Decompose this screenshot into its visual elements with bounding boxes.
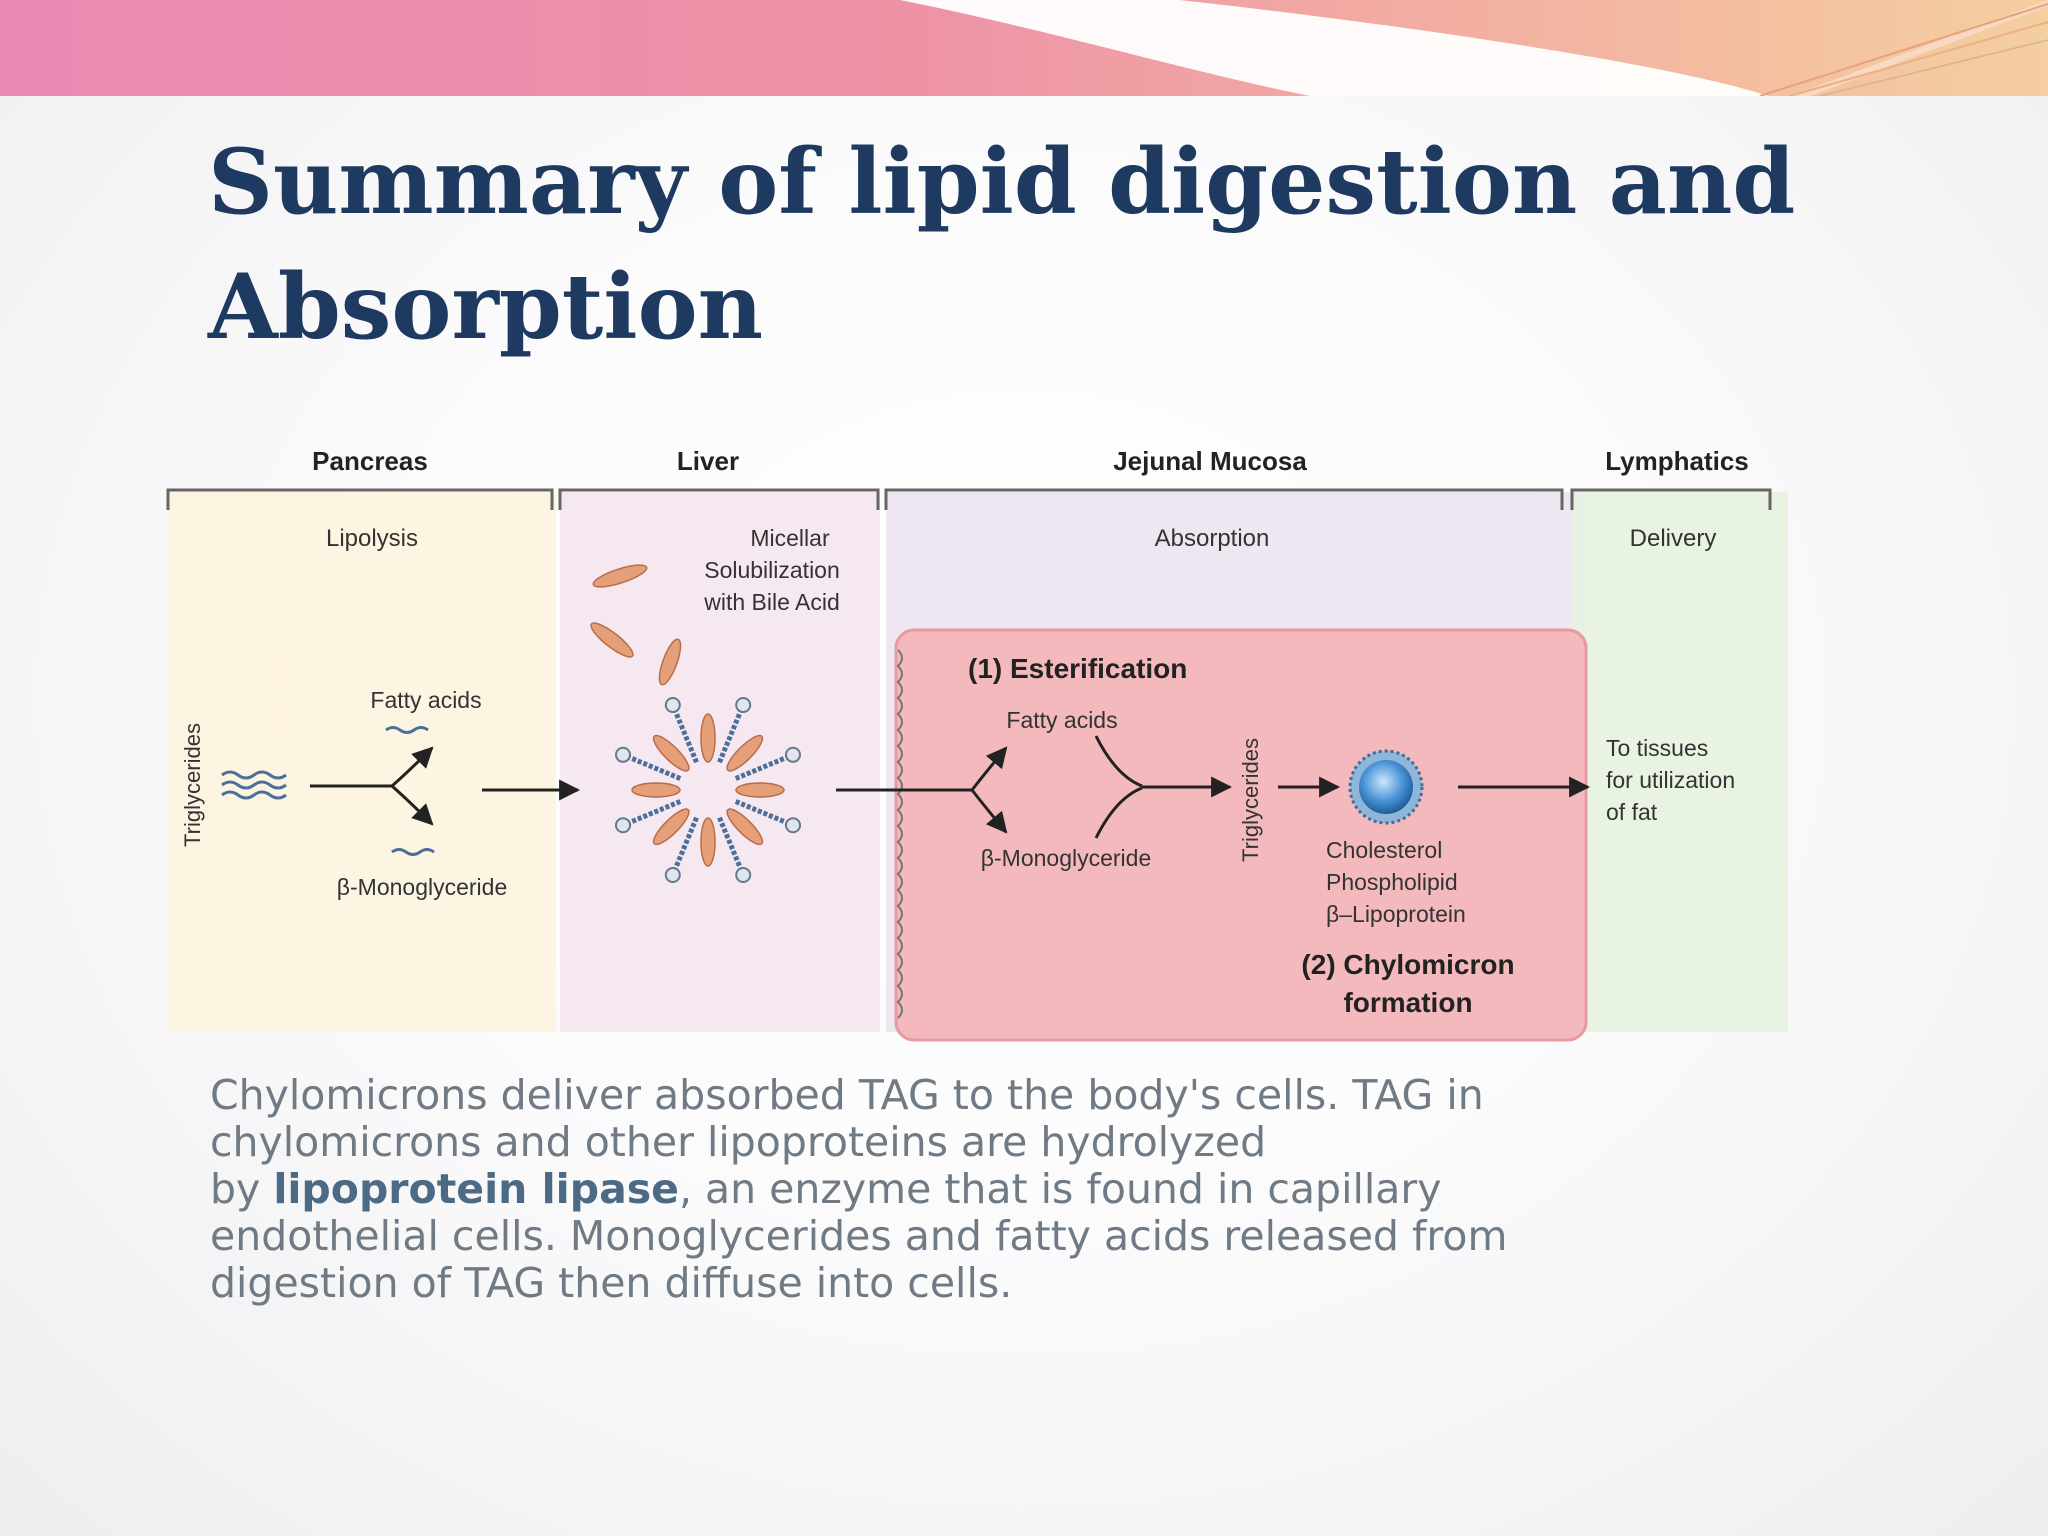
chylomicron-formation-label-1: (2) Chylomicron: [1301, 949, 1514, 980]
merge-curve-top: [1094, 735, 1143, 788]
micelle-lipid-head: [664, 866, 681, 883]
micellar-label-3: with Bile Acid: [703, 589, 840, 615]
enterocyte-cell: [894, 628, 1588, 1042]
lymph-label-3: of fat: [1606, 799, 1658, 825]
delivery-label: Delivery: [1630, 525, 1717, 552]
phospholipid-label: Phospholipid: [1326, 869, 1458, 895]
lipolysis-label: Lipolysis: [326, 525, 418, 552]
chylomicron-formation-label-2: formation: [1343, 987, 1472, 1018]
bile-acid-molecules: [590, 564, 682, 686]
brush-border: [896, 649, 903, 1019]
micelle-bile-acid: [652, 808, 690, 846]
micelle-lipid-chain: [627, 754, 682, 781]
micelle-lipid-chain: [717, 709, 744, 764]
top-banner: [0, 0, 2048, 100]
lipoprotein-label: β–Lipoprotein: [1326, 901, 1466, 927]
esterification-label: (1) Esterification: [968, 653, 1187, 684]
micelle-lipid-head: [664, 697, 681, 714]
pancreas-monoglyceride-label: β-Monoglyceride: [337, 874, 507, 900]
liver-heading: Liver: [677, 446, 739, 476]
micelle-bile-acid: [735, 782, 785, 798]
pancreas-panel: [168, 492, 556, 1032]
pancreas-fatty-acids-label: Fatty acids: [370, 687, 481, 713]
micelle-lipid-head: [784, 746, 801, 763]
pancreas-heading: Pancreas: [312, 446, 428, 476]
body-line-3-start: by: [210, 1165, 274, 1213]
micelle-bile-acid: [700, 713, 716, 763]
cholesterol-label: Cholesterol: [1326, 837, 1442, 863]
micellar-label-2: Solubilization: [704, 557, 840, 583]
monoglyceride-molecule: [391, 848, 435, 856]
micellar-label-1: Micellar: [750, 525, 830, 551]
mucosa-arrow-up: [970, 746, 1008, 791]
pancreas-arrow-up: [391, 746, 434, 788]
mucosa-triglycerides-label: Triglycerides: [1238, 738, 1263, 862]
micelle-lipid-head: [615, 817, 632, 834]
micelle-lipid-head: [735, 866, 752, 883]
lymph-label-1: To tissues: [1606, 735, 1708, 761]
micelle-lipid-chain: [717, 816, 744, 871]
micelle-lipid-chain: [627, 799, 682, 826]
micelle-bile-acid: [700, 817, 716, 867]
micelle-bile-acid: [631, 782, 681, 798]
slide-title-line-2: Absorption: [208, 254, 764, 360]
micelle-lipid-chain: [672, 709, 699, 764]
body-line-3-end: , an enzyme that is found in capillary: [678, 1165, 1442, 1213]
lipoprotein-lipase-term: lipoprotein lipase: [273, 1165, 679, 1213]
micelle-lipid-chain: [672, 816, 699, 871]
chylomicron-particle: [1348, 749, 1424, 825]
triglyceride-molecule: [221, 770, 287, 800]
micelle-lipid-head: [784, 817, 801, 834]
slide-title-line-1: Summary of lipid digestion and: [208, 129, 1796, 235]
lymphatics-heading: Lymphatics: [1605, 446, 1749, 476]
micelle-bile-acid: [726, 734, 764, 772]
pancreas-arrow-down: [391, 784, 434, 826]
micelle: [615, 697, 801, 883]
mucosa-arrow-down: [970, 789, 1008, 834]
lipid-digestion-diagram: Pancreas Liver Jejunal Mucosa Lymphatics…: [166, 446, 1788, 1042]
micelle-lipid-chain: [734, 754, 789, 781]
micelle-bile-acid: [652, 734, 690, 772]
column-brackets: [166, 488, 1772, 510]
body-line-5: digestion of TAG then diffuse into cells…: [210, 1259, 1013, 1307]
mucosa-fatty-acids-label: Fatty acids: [1006, 707, 1117, 733]
body-paragraph: Chylomicrons deliver absorbed TAG to the…: [210, 1072, 1770, 1307]
body-line-2: chylomicrons and other lipoproteins are …: [210, 1118, 1267, 1166]
body-line-4: endothelial cells. Monoglycerides and fa…: [210, 1212, 1508, 1260]
mucosa-monoglyceride-label: β-Monoglyceride: [981, 845, 1151, 871]
fatty-acid-molecule: [385, 726, 429, 734]
jejunal-heading: Jejunal Mucosa: [1113, 446, 1307, 476]
slide-title: Summary of lipid digestion and Absorptio…: [208, 120, 2008, 370]
lymph-label-2: for utilization: [1606, 767, 1735, 793]
lymphatics-panel: [1572, 492, 1788, 1032]
body-line-3: by lipoprotein lipase, an enzyme that is…: [210, 1166, 1770, 1213]
absorption-label: Absorption: [1155, 525, 1270, 552]
micelle-lipid-head: [615, 746, 632, 763]
micelle-bile-acid: [726, 808, 764, 846]
pancreas-triglycerides-label: Triglycerides: [180, 723, 205, 847]
body-line-1: Chylomicrons deliver absorbed TAG to the…: [210, 1071, 1484, 1119]
merge-curve-bottom: [1094, 786, 1143, 839]
micelle-lipid-chain: [734, 799, 789, 826]
micelle-lipid-head: [735, 697, 752, 714]
